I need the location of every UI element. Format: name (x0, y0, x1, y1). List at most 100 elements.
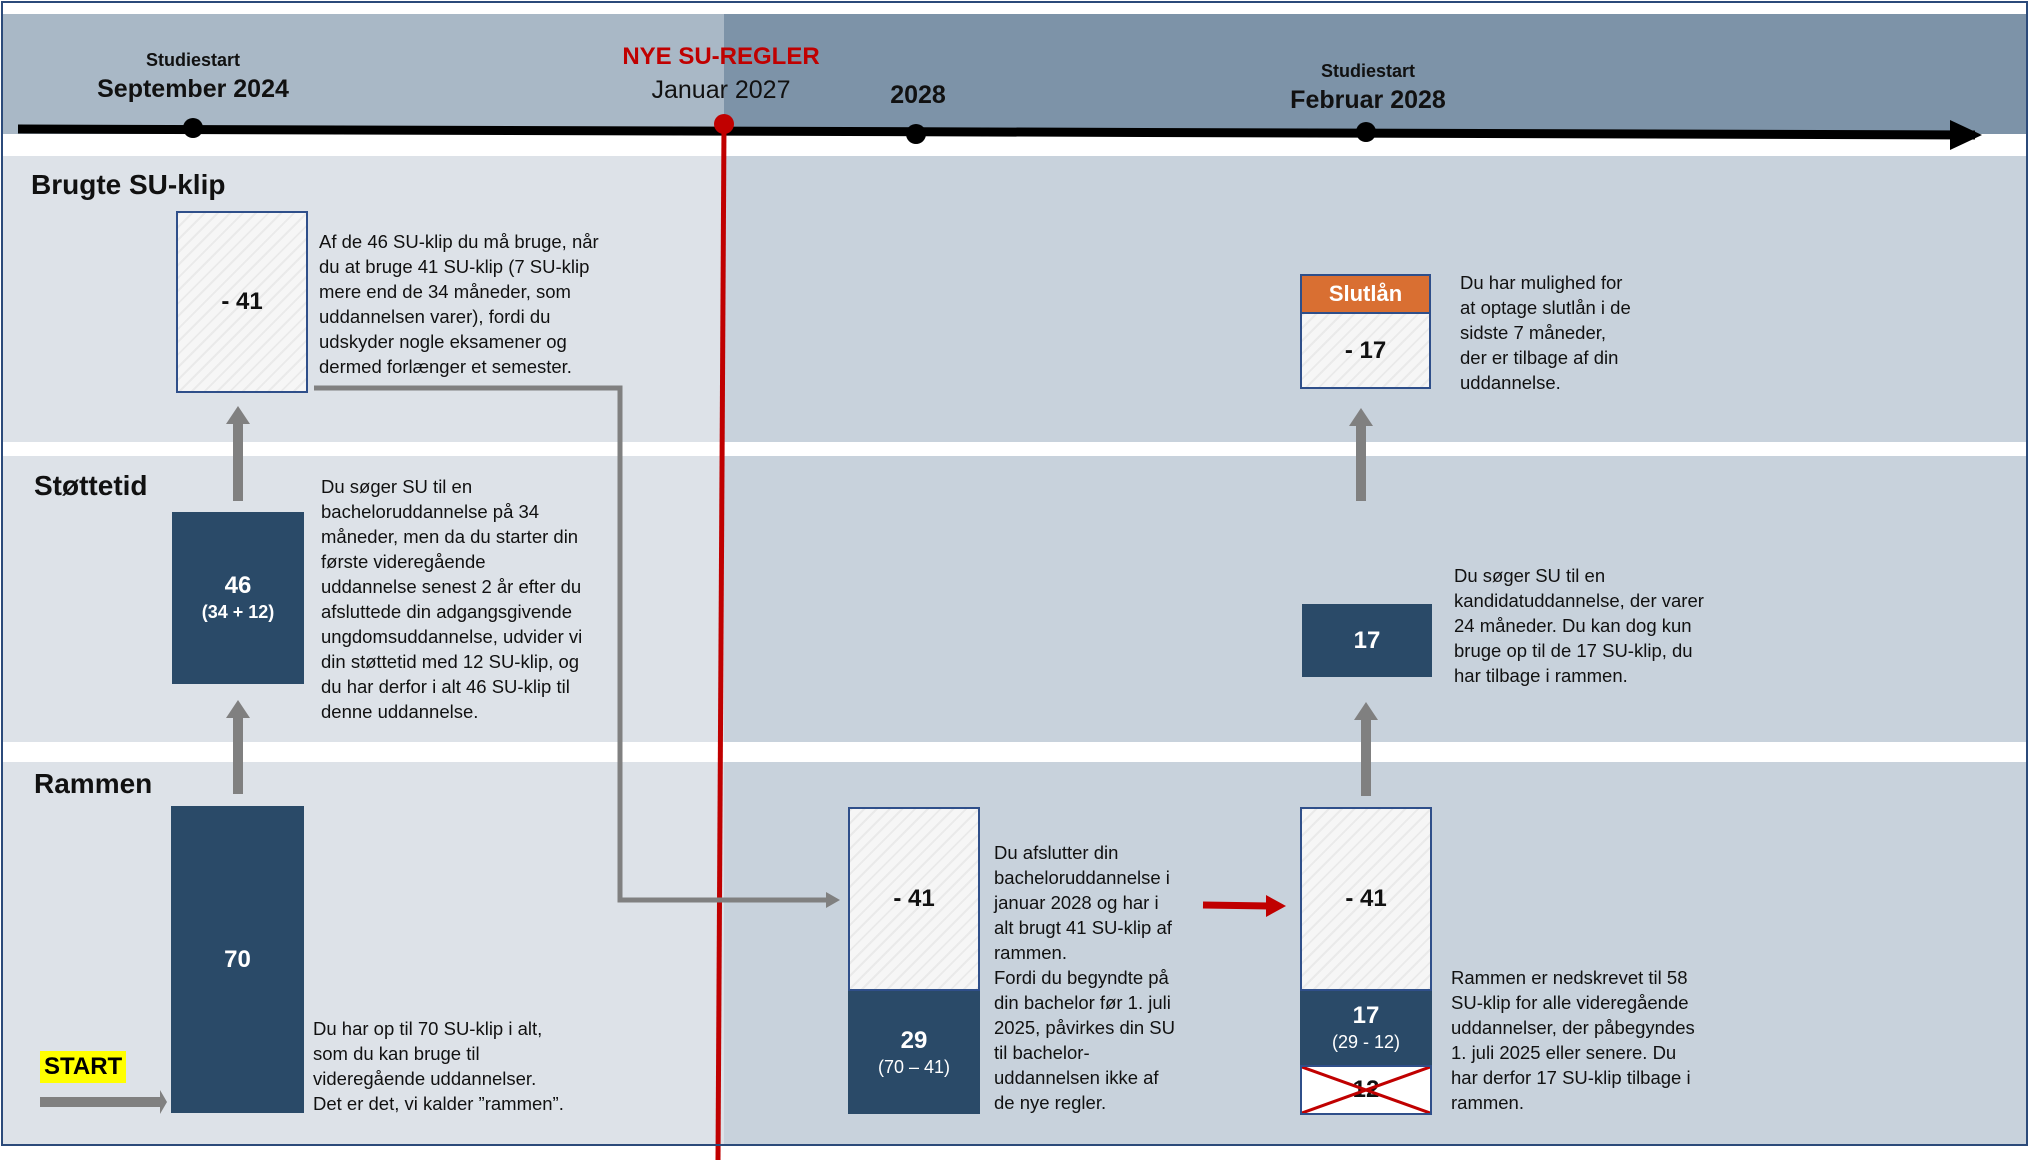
box-col2-remaining-value: 29 (900, 1026, 928, 1054)
timeline-label-3-big: 2028 (890, 81, 946, 109)
start-arrow-icon (160, 1090, 167, 1114)
text-line: som du kan bruge til (313, 1043, 480, 1064)
text-line: bruge op til de 17 SU-klip, du (1454, 640, 1693, 661)
text-line: denne uddannelse. (321, 701, 479, 722)
timeline-label-4-big: Februar 2028 (1290, 86, 1446, 114)
text-line: mere end de 34 måneder, som (319, 281, 571, 302)
timeline-point-3 (906, 124, 926, 144)
box-col1-brugte: - 41 (176, 211, 308, 393)
timeline-point-4 (1356, 122, 1376, 142)
text-col3-stottetid: Du søger SU til en kandidatuddannelse, d… (1454, 563, 1774, 688)
box-col1-brugte-value: - 41 (221, 288, 263, 315)
text-line: Du søger SU til en (321, 476, 473, 497)
section-title-stottetid: Støttetid (34, 470, 148, 501)
text-line: 2025, påvirkes din SU (994, 1017, 1175, 1038)
text-line: rammen. (994, 942, 1067, 963)
timeline-header-right (724, 14, 2028, 134)
text-line: afsluttede din adgangsgivende (321, 601, 572, 622)
arrows-grey (40, 406, 1378, 1114)
section-title-rammen: Rammen (34, 768, 153, 799)
connector-arrowhead-icon (826, 892, 840, 908)
text-line: alt brugt 41 SU-klip af (994, 917, 1172, 938)
box-col3-crossed: 12 (1300, 1065, 1432, 1115)
text-line: måneder, men da du starter din (321, 526, 579, 547)
new-rules-title: NYE SU-REGLER (622, 43, 820, 70)
text-line: ungdomsuddannelse, udvider vi (321, 626, 583, 647)
text-line: uddannelser, der påbegyndes (1451, 1017, 1695, 1038)
text-line: har tilbage i rammen. (1454, 665, 1628, 686)
arrow-up-col3-top-shaft (1356, 426, 1366, 501)
arrow-up-col3-top-icon (1349, 408, 1373, 426)
box-col3-slutlan-value: - 17 (1344, 336, 1387, 364)
box-col1-rammen-value: 70 (224, 945, 251, 973)
box-col3-stottetid-value: 17 (1353, 626, 1381, 654)
text-line: bacheloruddannelse på 34 (321, 501, 540, 522)
text-line: der er tilbage af din (1460, 347, 1619, 368)
text-line: Du har mulighed for (1460, 272, 1623, 293)
box-col3-remaining-sub: (29 - 12) (1331, 1032, 1401, 1052)
text-col2: Du afslutter din bacheloruddannelse i ja… (994, 840, 1204, 1115)
text-brugte: Af de 46 SU-klip du må bruge, når du at … (319, 229, 649, 379)
text-line: SU-klip for alle videregående (1451, 992, 1689, 1013)
timeline-arrowhead-icon (1950, 120, 1982, 150)
text-line: videregående uddannelser. (313, 1068, 537, 1089)
timeline-label-4-small: Studiestart (1320, 61, 1416, 81)
text-line: uddannelse senest 2 år efter du (321, 576, 582, 597)
box-col1-rammen: 70 (171, 806, 304, 1113)
text-line: du at bruge 41 SU-klip (7 SU-klip (319, 256, 590, 277)
text-line: at optage slutlån i de (1460, 297, 1631, 318)
timeline-label-1-small: Studiestart (145, 50, 241, 70)
text-line: din støttetid med 12 SU-klip, og (321, 651, 580, 672)
text-line: Det er det, vi kalder ”rammen”. (313, 1093, 564, 1114)
box-col3-used: - 41 (1300, 807, 1432, 991)
red-arrow-shaft (1202, 901, 1271, 910)
text-line: januar 2028 og har i (994, 892, 1159, 913)
new-rules-divider-line (715, 123, 727, 1161)
band-separator-1 (3, 442, 2028, 456)
text-line: dermed forlænger et semester. (319, 356, 572, 377)
band-separator-2 (3, 742, 2028, 762)
text-line: første videregående (321, 551, 486, 572)
box-col2-used-value: - 41 (893, 885, 935, 912)
box-col3-slutlan: - 17 (1300, 314, 1431, 389)
timeline-point-1 (183, 118, 203, 138)
box-col1-stottetid-value: 46 (224, 572, 252, 599)
box-col3-used-value: - 41 (1345, 885, 1387, 912)
text-line: Du har op til 70 SU-klip i alt, (313, 1018, 543, 1039)
timeline-label-1-big: September 2024 (97, 75, 289, 103)
text-rammen: Du har op til 70 SU-klip i alt, som du k… (313, 1016, 643, 1116)
red-arrow-icon (1266, 895, 1286, 917)
text-col3-rammen: Rammen er nedskrevet til 58 SU-klip for … (1451, 965, 1771, 1115)
text-line: Af de 46 SU-klip du må bruge, når (319, 231, 599, 252)
arrow-up-col1-bottom-shaft (233, 718, 243, 794)
box-col2-remaining-sub: (70 – 41) (877, 1056, 951, 1077)
cross-out-icon (1302, 1067, 1430, 1113)
text-line: 1. juli 2025 eller senere. Du (1451, 1042, 1677, 1063)
box-col2-used: - 41 (848, 807, 980, 991)
timeline-label-2-big: Januar 2027 (651, 76, 791, 104)
text-line: 24 måneder. Du kan dog kun (1454, 615, 1692, 636)
timeline-axis (17, 124, 1976, 140)
text-stottetid: Du søger SU til en bacheloruddannelse på… (321, 474, 651, 724)
arrow-up-col1-top-shaft (233, 424, 243, 501)
text-line: uddannelsen ikke af (994, 1067, 1159, 1088)
text-line: Du afslutter din (994, 842, 1119, 863)
box-col3-stottetid: 17 (1302, 604, 1432, 677)
text-line: Rammen er nedskrevet til 58 (1451, 967, 1688, 988)
box-col1-stottetid: 46 (34 + 12) (172, 512, 304, 684)
text-line: bacheloruddannelse i (994, 867, 1170, 888)
start-arrow-shaft (40, 1097, 160, 1107)
text-line: uddannelsen varer), fordi du (319, 306, 551, 327)
text-line: til bachelor- (994, 1042, 1090, 1063)
start-label: START (40, 1051, 127, 1083)
text-line: din bachelor før 1. juli (994, 992, 1171, 1013)
text-line: de nye regler. (994, 1092, 1107, 1113)
band-separator-top (3, 134, 2028, 156)
timeline-header-left (3, 14, 724, 134)
connector-brugte-to-rammen (314, 385, 832, 903)
text-line: udskyder nogle eksamener og (319, 331, 567, 352)
box-col2-remaining: 29 (70 – 41) (848, 991, 980, 1114)
